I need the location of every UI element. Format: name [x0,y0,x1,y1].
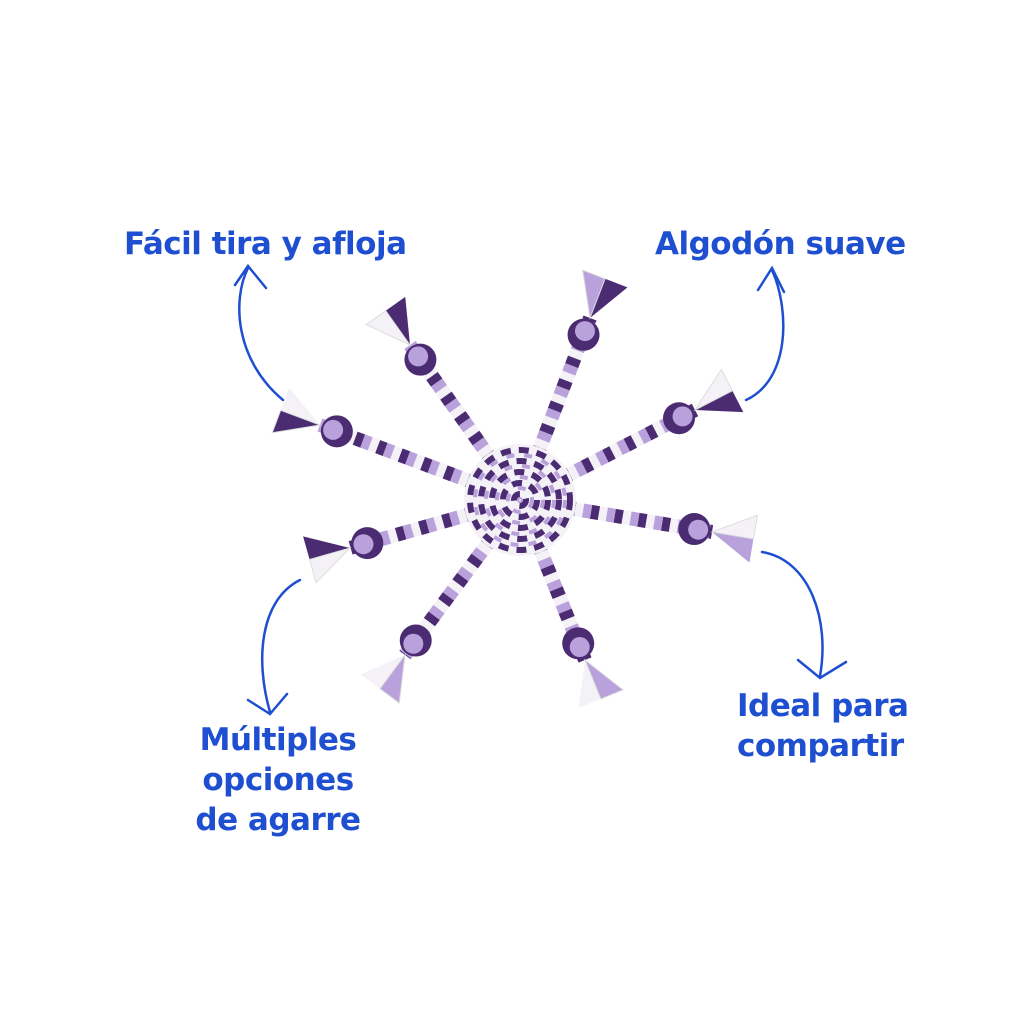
rope-tassel [280,387,320,425]
label-ideal-sharing: Ideal para compartir [737,686,909,766]
rope-knot [408,346,429,367]
arrow-top-right [744,265,786,402]
rope-tassel [582,269,606,320]
center-knot-strand [506,486,534,514]
arrow-bottom-right [760,550,848,680]
label-soft-cotton: Algodón suave [655,226,906,262]
rope-tassel [712,532,754,563]
label-line: de agarre [195,802,361,838]
rope-tassel [271,409,322,434]
rope-knot [574,321,595,342]
rope-twist [516,403,699,507]
center-knot-strand [489,469,551,531]
rope-tassel [695,390,744,413]
rope-tassel [590,278,628,318]
label-line: Múltiples opciones [199,722,357,798]
rope-knot [672,406,693,427]
rope-tassel [583,658,625,700]
center-knot-strand [484,464,556,536]
rope-tassel [385,296,410,345]
center-knot-strand [495,475,545,525]
center-knot-strand [478,458,562,542]
rope-knot [323,419,344,440]
rope-twist [518,493,714,539]
rope-twist [348,493,522,555]
arrow-bottom-left [246,578,302,716]
center-knot-strand [500,480,540,520]
center-knot-strand [467,447,573,553]
rope-knot [353,534,374,555]
rope-twist [399,495,526,660]
rope-tassel [693,368,734,412]
rope-knot [688,519,709,540]
rope-knot [569,637,590,658]
rope-tassel [308,547,352,584]
label-easy-tug: Fácil tira y afloja [124,226,407,262]
rope-tassel [379,653,406,704]
rope-twist [513,315,597,503]
label-line: Ideal para [737,688,909,724]
rope-tassel [710,514,759,540]
rope-tassel [365,310,412,347]
rope-tassel [578,660,601,708]
rope-tassel [303,536,350,560]
center-knot-strand [473,453,567,547]
label-multiple-grips: Múltiples opciones de agarre [120,720,436,840]
rope-tassel [360,655,405,689]
arrow-top-left [233,263,285,402]
label-line: compartir [737,728,904,764]
center-knot-strand [517,497,523,503]
rope-twist [404,340,526,505]
center-knot-strand [511,491,529,509]
rope-knot [403,633,424,654]
